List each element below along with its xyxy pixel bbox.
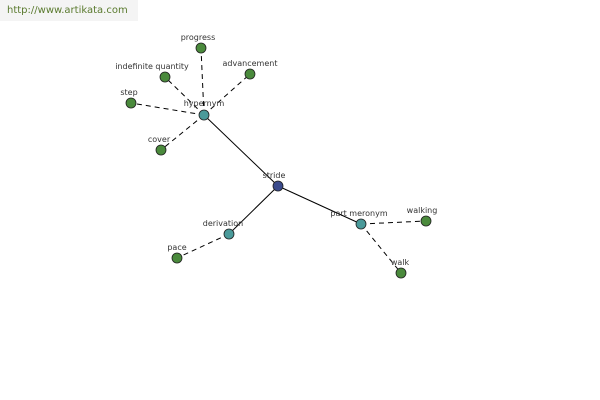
node-label-step: step (120, 88, 137, 97)
node-label-cover: cover (148, 135, 171, 144)
node-derivation[interactable] (223, 228, 235, 240)
node-label-advancement: advancement (223, 59, 278, 68)
node-step[interactable] (125, 97, 137, 109)
edges-layer (130, 47, 427, 274)
labels-layer: stride hypernym derivation part meronym prog… (115, 33, 437, 267)
node-progress[interactable] (195, 42, 207, 54)
node-stride[interactable] (272, 180, 284, 192)
edge-part-meronym-to-walking (360, 220, 427, 225)
node-cover[interactable] (155, 144, 167, 156)
node-label-hypernym: hypernym (184, 99, 225, 108)
node-label-progress: progress (181, 33, 216, 42)
edge-hypernym-to-cover (160, 114, 205, 151)
node-label-walking: walking (407, 206, 438, 215)
node-walk[interactable] (395, 267, 407, 279)
node-indefinite-quantity[interactable] (159, 71, 171, 83)
node-hypernym[interactable] (198, 109, 210, 121)
node-advancement[interactable] (244, 68, 256, 80)
site-url-link[interactable]: http://www.artikata.com (0, 0, 138, 21)
node-label-walk: walk (391, 258, 410, 267)
edge-hypernym-to-step (130, 102, 205, 116)
node-label-derivation: derivation (203, 219, 243, 228)
edge-stride-to-hypernym (203, 114, 279, 187)
node-part-meronym[interactable] (355, 218, 367, 230)
edge-stride-to-part-meronym (277, 185, 362, 225)
node-label-indefinite-quantity: indefinite quantity (115, 62, 189, 71)
edge-hypernym-to-indefinite-quantity (164, 76, 205, 116)
edge-hypernym-to-advancement (203, 73, 251, 116)
node-label-part-meronym: part meronym (330, 209, 387, 218)
edge-hypernym-to-progress (200, 47, 205, 116)
edge-derivation-to-pace (176, 233, 230, 259)
node-pace[interactable] (171, 252, 183, 264)
nodes-layer (125, 42, 432, 279)
node-label-pace: pace (167, 243, 186, 252)
node-walking[interactable] (420, 215, 432, 227)
edge-stride-to-derivation (228, 185, 279, 235)
edge-part-meronym-to-walk (360, 223, 402, 274)
node-label-stride: stride (263, 171, 286, 180)
